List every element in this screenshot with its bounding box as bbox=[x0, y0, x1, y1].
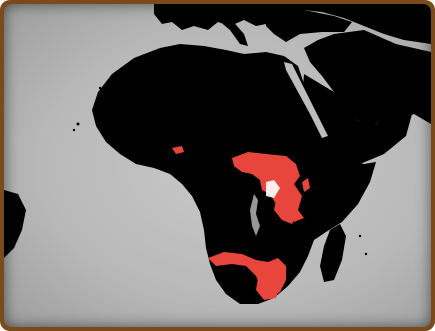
island-speck bbox=[76, 122, 80, 126]
eastern-europe bbox=[304, 4, 431, 44]
island-speck bbox=[72, 128, 76, 132]
italy-peninsula bbox=[218, 10, 248, 46]
island-speck bbox=[364, 252, 368, 256]
red-sea bbox=[284, 62, 328, 138]
highlight-tanzania bbox=[274, 200, 298, 224]
island-speck bbox=[358, 234, 362, 238]
map-viewport[interactable] bbox=[4, 4, 431, 327]
greece-turkey bbox=[266, 10, 352, 42]
middle-east-landmass bbox=[304, 30, 431, 124]
africa-continent bbox=[92, 44, 376, 304]
island-speck bbox=[188, 180, 192, 184]
highlight-east-coast bbox=[302, 178, 310, 192]
south-america-edge bbox=[4, 190, 26, 258]
highlight-lake-region bbox=[266, 180, 280, 198]
highlight-central-west bbox=[172, 146, 184, 154]
rift-lakes bbox=[250, 194, 260, 236]
africa-map bbox=[4, 4, 431, 304]
island-speck bbox=[98, 86, 102, 90]
madagascar-island bbox=[320, 224, 346, 282]
highlight-south-east bbox=[256, 274, 280, 300]
